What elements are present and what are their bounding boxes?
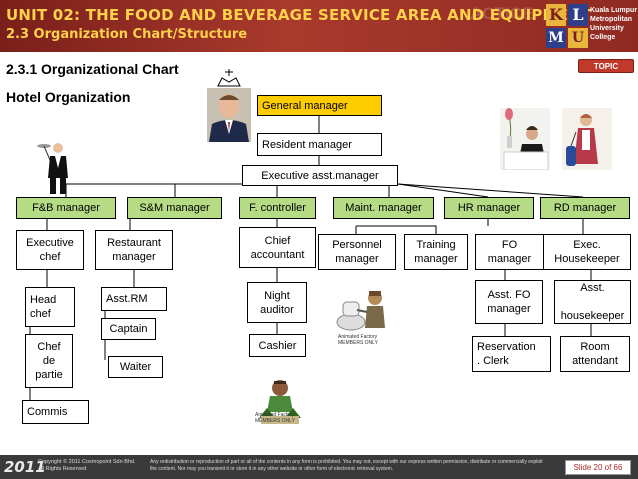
training-manager-box: Training manager xyxy=(404,234,468,270)
maintenance-clipart-caption: Animated Factory MEMBERS ONLY xyxy=(338,334,378,346)
general-manager-photo xyxy=(207,69,251,142)
logo-letter-k: K xyxy=(546,4,566,26)
maintenance-clipart xyxy=(336,291,385,331)
klmu-logo: K L M U Kuala Lumpur Metropolitan Univer… xyxy=(546,4,638,48)
logo-line: University xyxy=(590,25,624,32)
hr-clipart xyxy=(259,380,301,424)
asst-fo-manager-box: Asst. FO manager xyxy=(475,280,543,324)
chef-de-partie-box: Chef de partie xyxy=(25,334,73,388)
hr-clipart-caption: Animated Factory MEMBERS ONLY xyxy=(255,412,295,424)
logo-letter-m: M xyxy=(546,28,566,48)
banner-watermark: ACTICE xyxy=(470,4,534,23)
asst-rm-box: Asst.RM xyxy=(101,287,167,311)
cashier-box: Cashier xyxy=(249,334,306,357)
logo-line: College xyxy=(590,34,616,41)
rd-manager-box: RD manager xyxy=(540,197,630,219)
room-attendant-box: Room attendant xyxy=(560,336,630,372)
logo-text: Kuala Lumpur Metropolitan University Col… xyxy=(590,6,638,42)
slide-number: Slide 20 of 66 xyxy=(565,460,631,475)
logo-line: Kuala Lumpur xyxy=(590,7,638,14)
captain-box: Captain xyxy=(101,318,156,340)
hotel-organization-label: Hotel Organization xyxy=(6,89,131,105)
topic-button[interactable]: TOPIC xyxy=(578,59,634,73)
section-subtitle: 2.3 Organization Chart/Structure xyxy=(6,27,248,42)
housekeeper-clipart xyxy=(562,108,612,170)
footer-year: 2011 xyxy=(4,458,46,476)
personnel-manager-box: Personnel manager xyxy=(318,234,396,270)
exec-housekeeper-box: Exec. Housekeeper xyxy=(543,234,631,270)
f-controller-box: F. controller xyxy=(239,197,316,219)
chief-accountant-box: Chief accountant xyxy=(239,227,316,268)
reservation-clerk-box: Reservation . Clerk xyxy=(472,336,551,372)
hr-manager-box: HR manager xyxy=(444,197,534,219)
footer-notice: Any redistribution or reproduction of pa… xyxy=(150,459,543,472)
footer-copyright: Copyright © 2011 Cosmopoint Sdn Bhd. All… xyxy=(38,459,136,472)
sm-manager-box: S&M manager xyxy=(127,197,222,219)
commis-box: Commis xyxy=(22,400,89,424)
front-office-clipart xyxy=(500,108,550,170)
asst-housekeeper-box: Asst. housekeeper xyxy=(554,280,631,324)
fo-manager-box: FO manager xyxy=(475,234,544,270)
unit-title: UNIT 02: THE FOOD AND BEVERAGE SERVICE A… xyxy=(6,6,592,24)
section-heading: 2.3.1 Organizational Chart xyxy=(6,61,179,77)
footer-bar xyxy=(0,455,638,479)
general-manager-box: General manager xyxy=(257,95,382,116)
maint-manager-box: Maint. manager xyxy=(333,197,434,219)
waiter-clipart xyxy=(37,143,68,194)
head-chef-box: Head chef xyxy=(25,287,75,327)
logo-line: Metropolitan xyxy=(590,16,632,23)
restaurant-manager-box: Restaurant manager xyxy=(95,230,173,270)
night-auditor-box: Night auditor xyxy=(247,282,307,323)
exec-asst-manager-box: Executive asst.manager xyxy=(242,165,398,186)
logo-letter-u: U xyxy=(568,28,588,48)
executive-chef-box: Executive chef xyxy=(16,230,84,270)
title-banner: ACTICE xyxy=(0,0,638,52)
waiter-box: Waiter xyxy=(108,356,163,378)
resident-manager-box: Resident manager xyxy=(257,133,382,156)
logo-letter-l: L xyxy=(568,4,588,26)
fb-manager-box: F&B manager xyxy=(16,197,116,219)
